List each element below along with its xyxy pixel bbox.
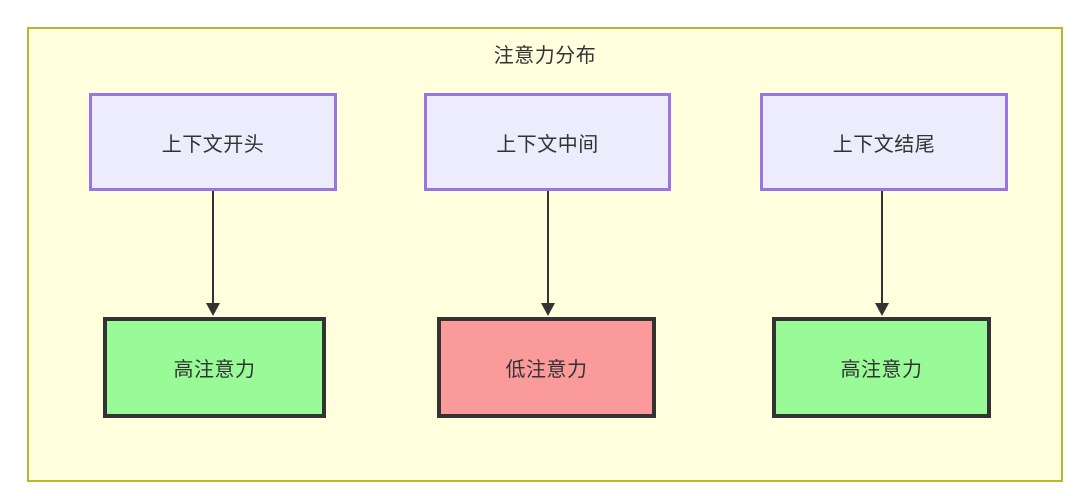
arrowhead-icon <box>875 303 889 316</box>
edge-arrow-middle-to-low <box>540 191 556 317</box>
edge-line <box>212 191 214 305</box>
node-context-end-label: 上下文结尾 <box>832 131 936 156</box>
node-attention-high-end[interactable]: 高注意力 <box>772 317 991 418</box>
node-context-end[interactable]: 上下文结尾 <box>760 93 1008 191</box>
arrowhead-icon <box>206 303 220 316</box>
edge-arrow-end-to-high <box>874 191 890 317</box>
edge-arrow-start-to-high <box>205 191 221 317</box>
arrowhead-icon <box>541 303 555 316</box>
node-attention-high-start[interactable]: 高注意力 <box>103 317 326 418</box>
node-context-start-label: 上下文开头 <box>161 131 265 156</box>
node-attention-low-middle[interactable]: 低注意力 <box>437 317 656 418</box>
node-context-start[interactable]: 上下文开头 <box>89 93 337 191</box>
node-attention-high-start-label: 高注意力 <box>173 357 256 381</box>
node-context-middle-label: 上下文中间 <box>496 131 599 156</box>
edge-line <box>881 191 883 305</box>
node-context-middle[interactable]: 上下文中间 <box>424 93 671 191</box>
edge-line <box>547 191 549 305</box>
subgraph-title: 注意力分布 <box>493 43 597 67</box>
node-attention-high-end-label: 高注意力 <box>840 357 923 381</box>
node-attention-low-middle-label: 低注意力 <box>505 357 588 381</box>
